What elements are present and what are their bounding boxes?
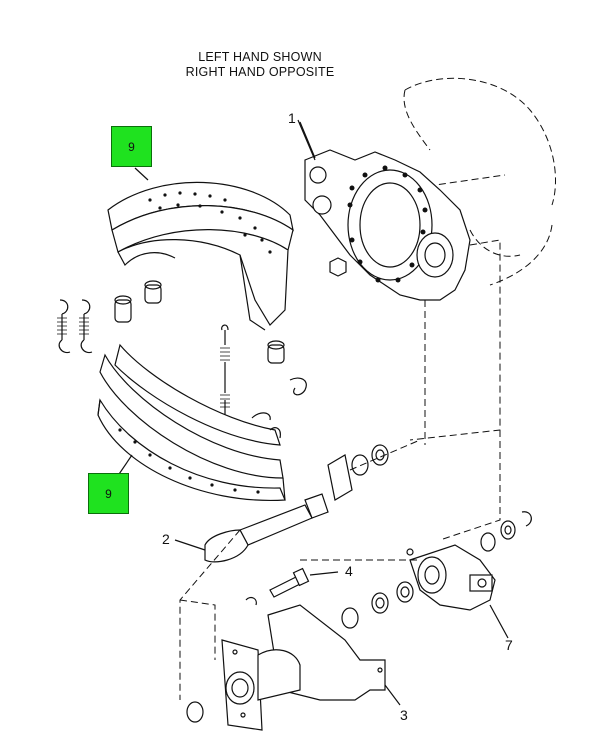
callout-spider: 1	[288, 110, 296, 126]
shoe-spring	[220, 324, 230, 420]
callout-slack-adjuster: 7	[505, 637, 513, 653]
callout-bolt: 4	[345, 563, 353, 579]
cam-centerline-upper	[409, 239, 501, 441]
diagram-caption-line2: RIGHT HAND OPPOSITE	[185, 65, 335, 79]
leader-1	[297, 119, 316, 161]
spider-nut	[329, 257, 347, 277]
bracket-washers	[341, 581, 414, 629]
callout-bracket: 3	[400, 707, 408, 723]
lower-shoe-tag[interactable]: 9	[88, 473, 129, 514]
assembly-lines	[179, 430, 501, 700]
upper-brake-shoe	[107, 167, 294, 331]
dust-shield	[403, 77, 557, 286]
snap-rings	[480, 511, 532, 552]
return-springs	[57, 299, 93, 354]
camshaft	[174, 493, 329, 563]
cam-bushing-parts	[327, 300, 426, 501]
brake-spider	[299, 121, 471, 301]
anchor-pins	[114, 280, 285, 364]
callout-camshaft: 2	[162, 531, 170, 547]
upper-shoe-tag[interactable]: 9	[111, 126, 152, 167]
retaining-clip	[289, 377, 307, 396]
diagram-caption-line1: LEFT HAND SHOWN	[198, 50, 322, 64]
bolt	[245, 567, 339, 606]
lower-brake-shoe	[97, 343, 286, 502]
slack-adjuster	[406, 544, 509, 639]
mounting-bracket	[186, 604, 401, 731]
clip-wire	[251, 412, 271, 421]
